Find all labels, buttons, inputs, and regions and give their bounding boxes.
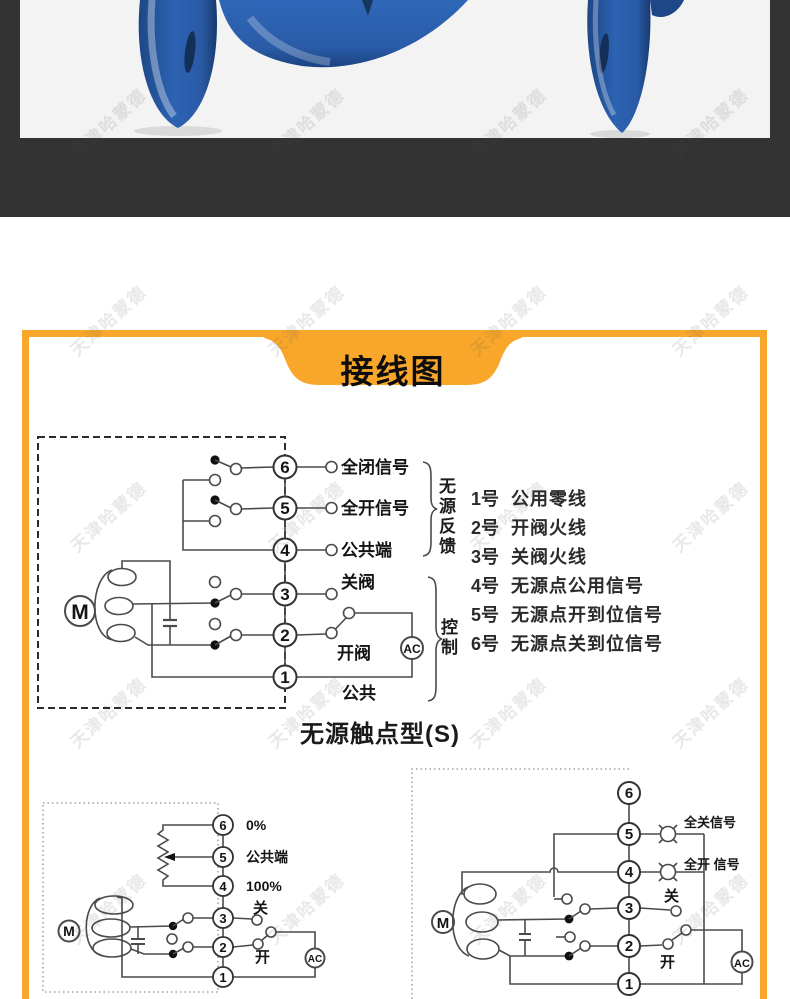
valve-body-crease xyxy=(362,0,373,16)
panel-title: 接线图 xyxy=(340,353,446,390)
legend-num: 4号 xyxy=(471,575,500,596)
dark-band xyxy=(0,0,790,217)
flange-shadow-left xyxy=(134,126,222,136)
legend-num: 2号 xyxy=(471,517,500,538)
panel-header-tab xyxy=(261,336,525,386)
legend-row: 2号开阀火线 xyxy=(471,512,741,541)
right-flange xyxy=(587,0,651,133)
legend-num: 1号 xyxy=(471,488,500,509)
pipe-stub xyxy=(650,0,684,18)
white-gap xyxy=(0,217,790,330)
feedback-brace-label: 无源反馈 xyxy=(436,477,455,557)
legend-row: 1号公用零线 xyxy=(471,483,741,512)
legend-row: 5号无源点开到位信号 xyxy=(471,599,741,628)
legend-row: 3号关阀火线 xyxy=(471,541,741,570)
valve-photo xyxy=(20,0,770,138)
main-diagram-caption: 无源触点型(S) xyxy=(300,721,460,748)
control-brace-label: 控制 xyxy=(438,618,457,658)
legend-text: 无源点关到位信号 xyxy=(511,633,663,654)
legend-text: 开阀火线 xyxy=(511,517,587,538)
left-flange-slot xyxy=(184,31,196,73)
left-flange-highlight xyxy=(147,0,177,119)
legend-row: 6号无源点关到位信号 xyxy=(471,628,741,657)
legend-text: 公用零线 xyxy=(511,488,587,509)
valve-body-highlight xyxy=(246,15,331,66)
flange-shadow-right xyxy=(590,130,650,138)
legend-num: 3号 xyxy=(471,546,500,567)
legend-num: 6号 xyxy=(471,633,500,654)
valve-body xyxy=(219,0,468,68)
legend-text: 无源点公用信号 xyxy=(511,575,644,596)
terminal-legend: 1号公用零线 2号开阀火线 3号关阀火线 4号无源点公用信号 5号无源点开到位信… xyxy=(471,483,741,657)
left-flange xyxy=(138,0,217,128)
tab-shape xyxy=(261,336,525,385)
right-flange-highlight xyxy=(592,0,617,117)
right-flange-slot xyxy=(599,33,609,73)
valve-illustration xyxy=(134,0,684,138)
legend-text: 关阀火线 xyxy=(511,546,587,567)
legend-num: 5号 xyxy=(471,604,500,625)
legend-row: 4号无源点公用信号 xyxy=(471,570,741,599)
legend-text: 无源点开到位信号 xyxy=(511,604,663,625)
wiring-panel: 接线图 xyxy=(22,330,767,999)
